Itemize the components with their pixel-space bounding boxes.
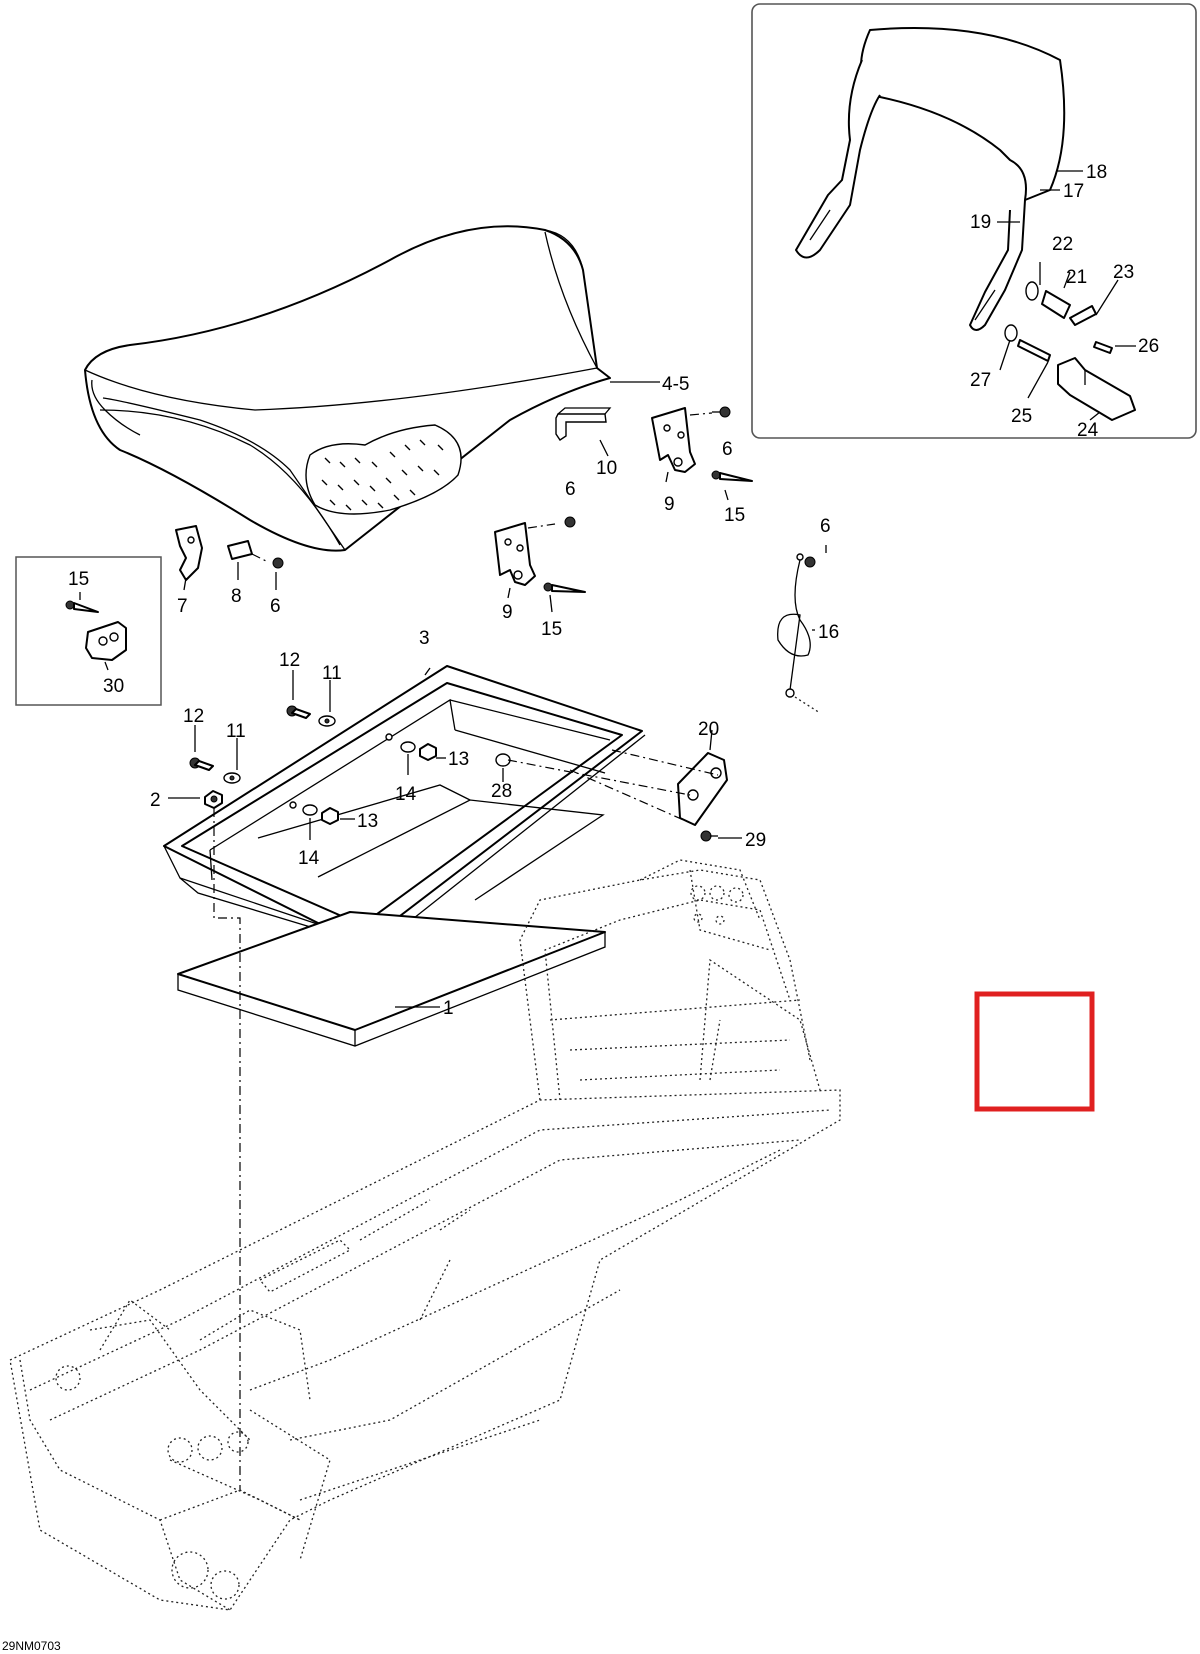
hinge-part-9-lower	[494, 522, 536, 586]
bracket-part-24	[1057, 357, 1136, 421]
callout-28: 28	[491, 781, 512, 802]
callout-6-right: 6	[820, 516, 831, 537]
angle-part-10	[555, 407, 612, 441]
callout-22: 22	[1052, 234, 1073, 255]
nut-washer-parts-13-14-lower	[289, 801, 339, 825]
callout-14-lower: 14	[298, 848, 320, 869]
washer-part-11-upper	[318, 715, 336, 727]
backrest-part-19	[795, 27, 1066, 331]
callout-9-upper: 9	[664, 494, 675, 515]
callout-10: 10	[596, 458, 617, 479]
callout-30: 30	[103, 676, 124, 697]
callout-11-upper: 11	[322, 663, 342, 684]
washer-part-11-lower	[223, 772, 241, 784]
nut-washer-parts-13-14-upper	[385, 733, 437, 761]
nut-part-2	[204, 790, 223, 809]
callout-19: 19	[970, 212, 991, 233]
callout-9-lower: 9	[502, 602, 513, 623]
drawing-code: 29NM0703	[2, 1639, 61, 1653]
screw-part-29	[700, 830, 718, 842]
callout-13-lower: 13	[357, 811, 378, 832]
callout-6-lower: 6	[565, 479, 576, 500]
callout-27: 27	[970, 370, 991, 391]
callout-12-upper: 12	[279, 650, 300, 671]
callout-11-lower: 11	[226, 721, 246, 742]
highlight-box	[974, 991, 1095, 1112]
clip-inset-box	[15, 556, 162, 706]
bolt-part-12-upper	[286, 705, 311, 719]
rivet-part-15-inset	[65, 600, 99, 613]
screw-part-6-lower	[527, 516, 576, 529]
screw-part-6-upper	[689, 406, 731, 418]
bracket-part-20	[677, 752, 728, 826]
pin-part-15-upper	[711, 470, 753, 482]
callout-20: 20	[698, 719, 719, 740]
callout-6-upper: 6	[722, 439, 733, 460]
callout-29: 29	[745, 830, 766, 851]
cable-part-16	[777, 553, 821, 714]
callout-15-inset: 15	[68, 569, 89, 590]
pin-part-15-lower	[543, 582, 586, 593]
callout-18: 18	[1086, 162, 1107, 183]
callout-7: 7	[177, 596, 188, 617]
plate-part-8	[227, 540, 253, 560]
callout-17: 17	[1063, 181, 1084, 202]
bracket-part-7	[175, 525, 203, 581]
base-plate-part-1	[177, 911, 606, 1047]
seat-part-4-5	[84, 225, 611, 552]
bolt-part-12-lower	[189, 757, 214, 771]
hinge-part-9-upper	[651, 407, 696, 473]
callout-21: 21	[1066, 267, 1087, 288]
callout-6-left: 6	[270, 596, 281, 617]
spacer-parts-21-22-27	[1004, 281, 1071, 342]
backrest-inset-box	[751, 3, 1197, 439]
storage-tray-part-3	[163, 665, 646, 946]
snowmobile-chassis	[9, 859, 841, 1611]
callout-23: 23	[1113, 262, 1134, 283]
callout-14-upper: 14	[395, 784, 417, 805]
callout-3: 3	[419, 628, 430, 649]
callout-25: 25	[1011, 406, 1032, 427]
callout-26: 26	[1138, 336, 1159, 357]
callout-16: 16	[818, 622, 839, 643]
callout-8: 8	[231, 586, 242, 607]
callout-15-upper: 15	[724, 505, 745, 526]
callout-12-lower: 12	[183, 706, 204, 727]
clip-part-30	[85, 621, 127, 661]
callout-15-lower: 15	[541, 619, 562, 640]
callout-4-5: 4-5	[662, 374, 689, 395]
callout-13-upper: 13	[448, 749, 469, 770]
bolt-parts-23-25-26	[1017, 305, 1113, 362]
screw-part-6-left	[251, 553, 284, 569]
callout-2: 2	[150, 790, 161, 811]
callout-24: 24	[1077, 420, 1099, 441]
washer-part-28	[495, 753, 511, 767]
callout-1: 1	[443, 998, 454, 1019]
